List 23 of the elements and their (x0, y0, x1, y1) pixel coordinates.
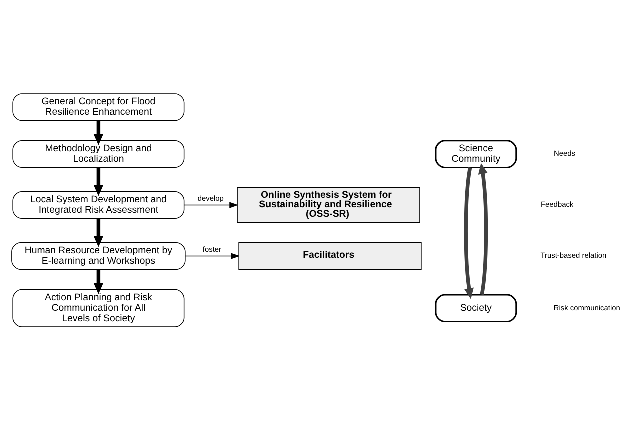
node-box: Methodology Design and Localization (12, 140, 185, 168)
label: Needs (554, 149, 576, 158)
arrow (94, 168, 104, 196)
node-box: Science Community (435, 140, 518, 168)
edge-label: develop (198, 194, 224, 203)
node-box: Action Planning and Risk Communication for All Levels of Society (12, 289, 185, 328)
node-box: Society (435, 294, 518, 323)
arrow (94, 270, 104, 294)
arrow (464, 167, 474, 300)
arrow (185, 253, 240, 260)
node-box: Local System Development and Integrated Risk Assessment (12, 192, 185, 220)
node-box: General Concept for Flood Resilience Enhancement (12, 94, 185, 122)
arrow (94, 218, 104, 248)
node-box: Human Resource Development by E-learning and Workshops (12, 242, 186, 270)
edge-label: foster (202, 244, 222, 254)
node-box: Online Synthesis System for Sustainability and Resilience (OSS-SR) (237, 187, 420, 224)
label: Trust-based relation (540, 251, 607, 260)
node-box: Facilitators (238, 242, 422, 270)
label: Feedback (541, 200, 574, 210)
arrow (94, 121, 104, 146)
arrow (478, 163, 488, 296)
arrow (184, 202, 239, 208)
label: Risk communication (554, 303, 620, 312)
